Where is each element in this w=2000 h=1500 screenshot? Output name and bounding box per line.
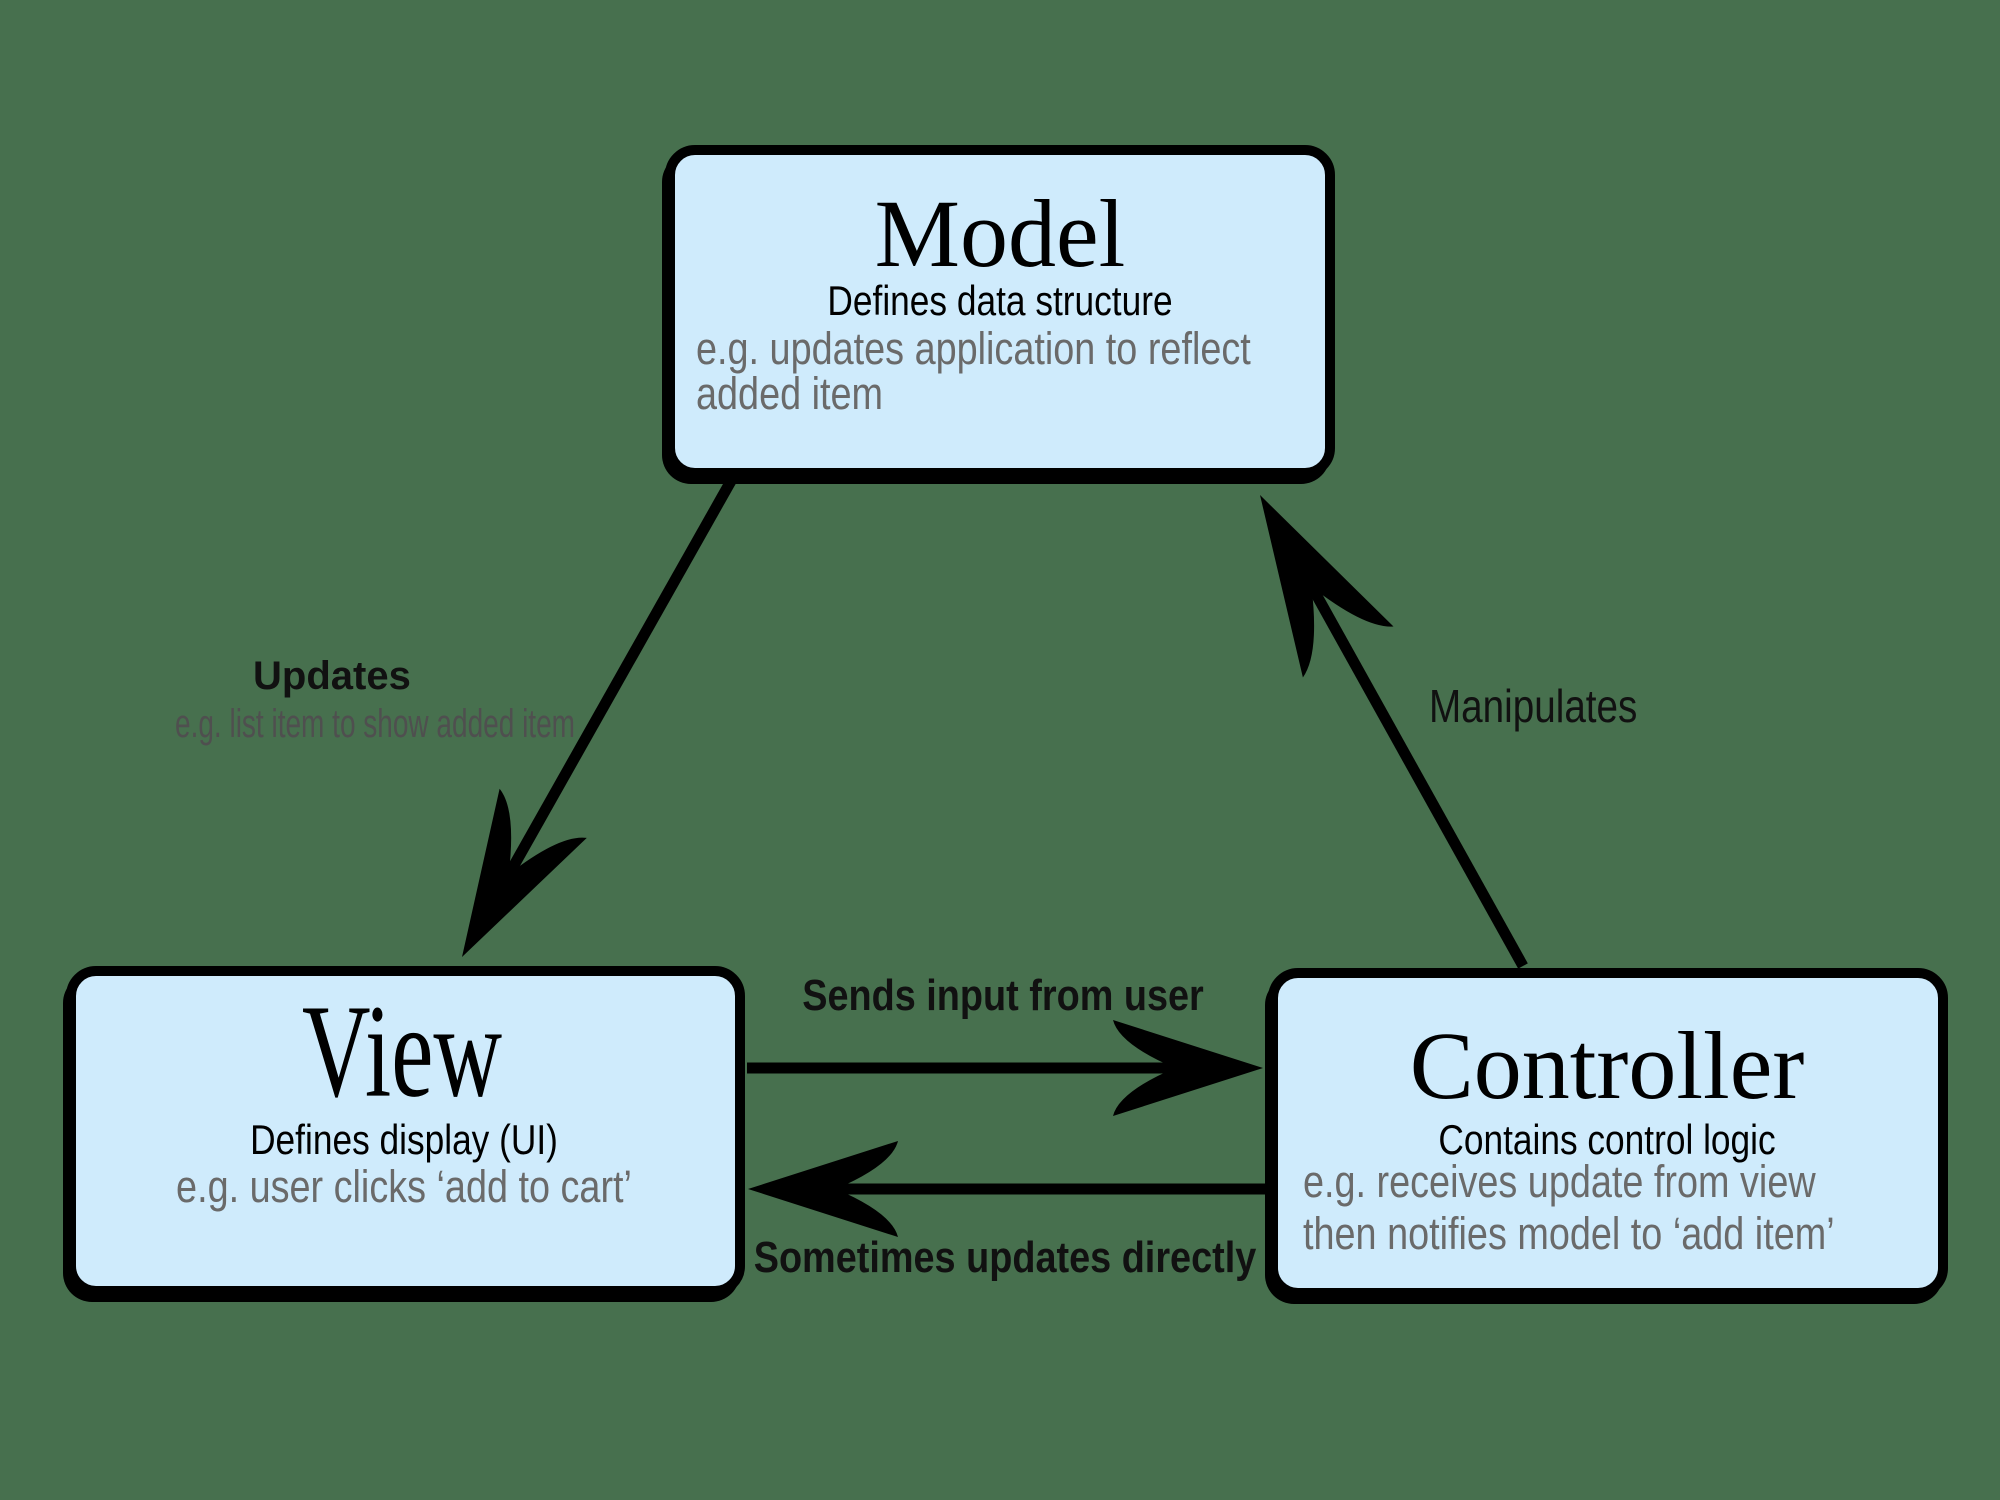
controller-subtitle: Contains control logic (1438, 1116, 1776, 1163)
model-example-line-2: added item (696, 368, 884, 419)
manipulates-arrowhead (1260, 495, 1394, 678)
controller-title: Controller (1409, 1012, 1805, 1119)
view-example-line-1: e.g. user clicks ‘add to cart’ (176, 1161, 632, 1212)
manipulates-arrow (1260, 495, 1528, 969)
view-subtitle: Defines display (UI) (250, 1116, 558, 1163)
manipulates-arrow-shaft (1302, 575, 1528, 969)
updates-arrow (462, 478, 736, 957)
manipulates-arrow-label: Manipulates (1429, 680, 1638, 732)
model-title: Model (874, 180, 1126, 287)
controller-box: Controller Contains control logic e.g. r… (1268, 968, 1948, 1298)
updates-arrowhead (462, 788, 587, 957)
controller-example-line-2: then notifies model to ‘add item’ (1303, 1208, 1835, 1259)
view-box: View Defines display (UI) e.g. user clic… (66, 966, 745, 1296)
sends-input-arrow-label: Sends input from user (802, 971, 1204, 1020)
model-box: Model Defines data structure e.g. update… (665, 145, 1335, 478)
sends-input-arrowhead (1113, 1020, 1263, 1116)
view-title: View (301, 976, 503, 1125)
updates-arrow-shaft (499, 478, 736, 886)
updates-directly-arrow-label: Sometimes updates directly (753, 1233, 1257, 1282)
updates-arrow-label: Updates (253, 654, 411, 698)
updates-arrow-sublabel: e.g. list item to show added item (175, 702, 575, 746)
sends-input-arrow (747, 1020, 1263, 1116)
updates-directly-arrowhead (748, 1141, 898, 1237)
updates-directly-arrow (748, 1141, 1266, 1237)
model-example-line-1: e.g. updates application to reflect (696, 323, 1251, 374)
model-subtitle: Defines data structure (827, 277, 1173, 324)
controller-example-line-1: e.g. receives update from view (1303, 1156, 1816, 1207)
